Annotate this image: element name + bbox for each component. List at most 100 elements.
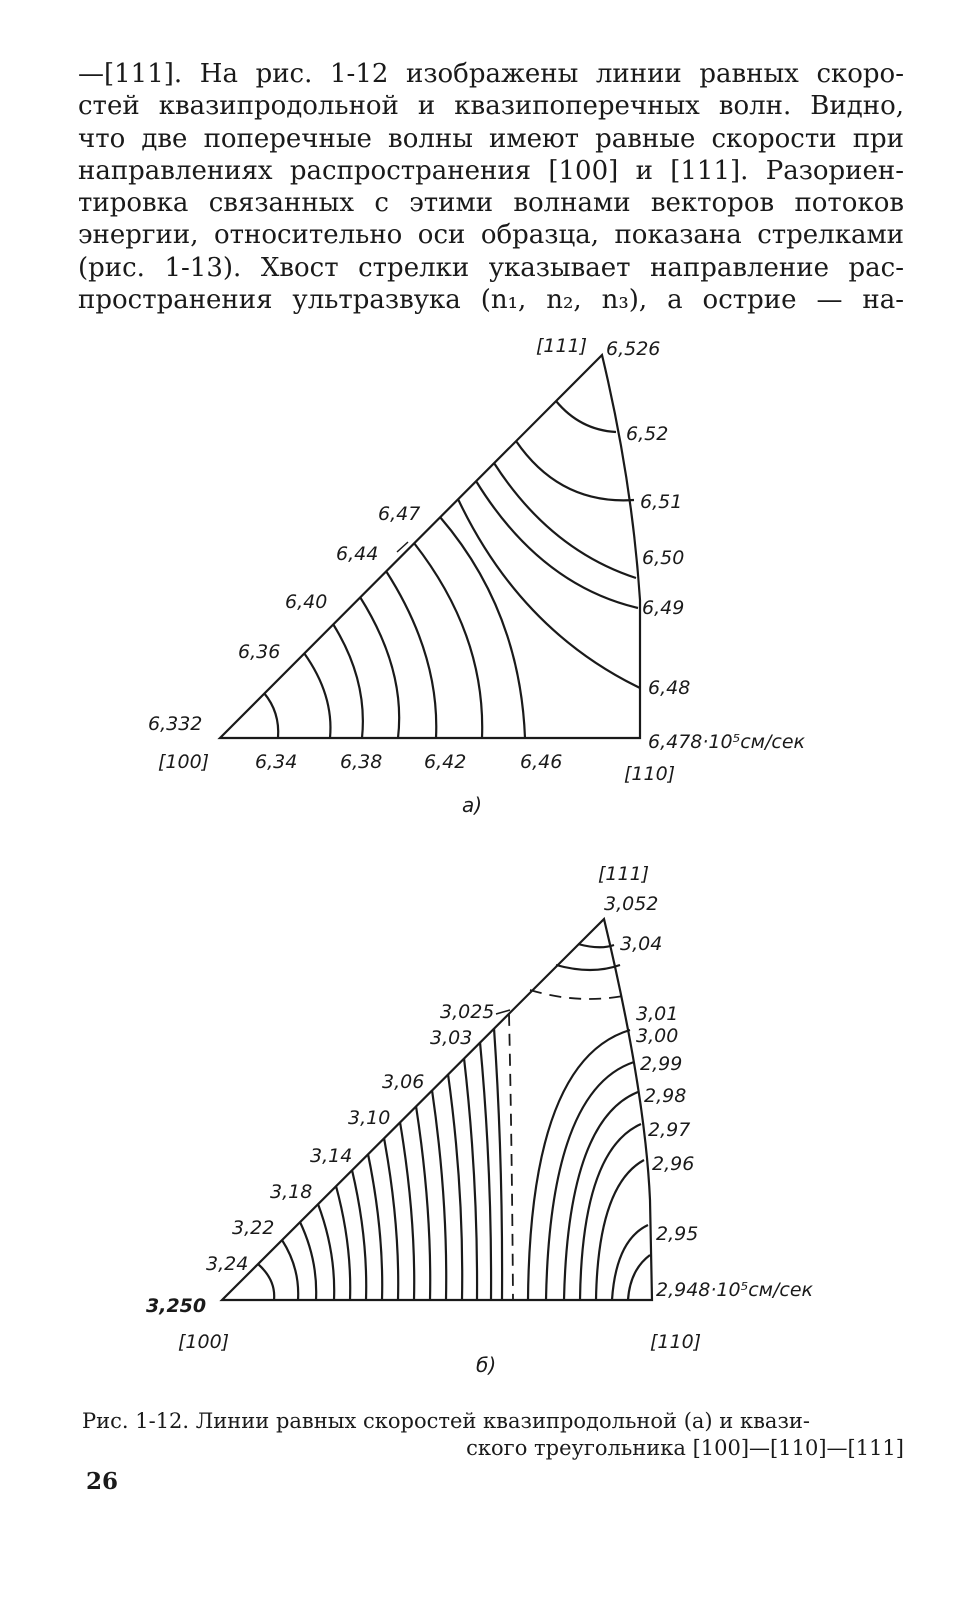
- hyp-label: 3,14: [310, 1145, 352, 1167]
- figure-a-isoline: [555, 400, 617, 434]
- corner-label-100: [100]: [158, 751, 209, 773]
- figure-a-isoline: [263, 692, 280, 739]
- figure-b-isoline: [555, 963, 621, 972]
- figure-a: [217, 352, 642, 740]
- right-label: 6,478·10⁵см/сек: [648, 731, 806, 753]
- right-label: 6,526: [606, 338, 660, 360]
- hyp-label: 6,36: [238, 641, 280, 663]
- right-label: 6,49: [642, 597, 684, 619]
- text-line: направлениях распространения [100] и [11…: [78, 155, 904, 186]
- right-label: 3,052: [604, 893, 658, 915]
- hyp-label: 3,250: [146, 1295, 206, 1317]
- right-label: 6,50: [642, 547, 684, 569]
- figure-b-isoline: [316, 1203, 336, 1301]
- hyp-label: 3,24: [206, 1253, 248, 1275]
- figure-b-isoline: [462, 1057, 479, 1301]
- figure-b: [219, 916, 654, 1302]
- figure-a-isoline: [359, 596, 401, 739]
- body-paragraph: —[111]. На рис. 1-12 изображены линии ра…: [78, 58, 904, 316]
- figure-b-isoline: [350, 1169, 368, 1301]
- right-label: 2,98: [644, 1085, 686, 1107]
- figure-b-isoline: [578, 1122, 642, 1301]
- figure-b-isoline: [610, 1224, 649, 1301]
- right-label: 3,00: [636, 1025, 678, 1047]
- figure-a-isoline: [385, 570, 438, 739]
- figure-b-isoline: [544, 1060, 635, 1301]
- figure-a-isoline: [332, 623, 364, 739]
- text-line: стей квазипродольной и квазипоперечных в…: [78, 91, 904, 122]
- figure-b-isoline: [526, 1028, 631, 1301]
- figure-b-isoline: [478, 1041, 493, 1301]
- corner-label-110: [110]: [624, 763, 675, 785]
- bottom-label: 6,42: [424, 751, 466, 773]
- figure-b-labels: [111] [100] [110] 3,250 3,24 3,22 3,18 3…: [146, 863, 814, 1377]
- figure-a-isoline: [493, 462, 637, 580]
- right-label: 6,52: [626, 423, 668, 445]
- text-line: что две поперечные волны имеют равные ск…: [78, 123, 904, 154]
- right-label: 2,99: [640, 1053, 682, 1075]
- corner-label-111: [111]: [598, 863, 649, 885]
- figure-b-isoline: [281, 1239, 300, 1301]
- right-label: 6,51: [640, 491, 682, 513]
- figure-a-isoline: [439, 516, 527, 739]
- figure-b-isoline: [430, 1089, 448, 1301]
- figure-a-isoline: [515, 440, 635, 502]
- right-label: 3,01: [636, 1003, 678, 1025]
- hyp-label: 3,18: [270, 1181, 312, 1203]
- right-label: 6,48: [648, 677, 690, 699]
- corner-label-110: [110]: [650, 1331, 701, 1353]
- right-label: 2,97: [648, 1119, 690, 1141]
- figure-b-isoline: [398, 1121, 416, 1301]
- page-number: 26: [86, 1468, 119, 1495]
- caption-line-2: ского треугольника [100]—[110]—[111]: [466, 1436, 904, 1460]
- corner-label-111: [111]: [536, 335, 587, 357]
- text-line: энергии, относительно оси образца, показ…: [78, 220, 904, 251]
- figure-a-triangle: [217, 352, 642, 740]
- figure-b-isoline: [594, 1159, 645, 1301]
- hyp-label: 6,40: [285, 591, 327, 613]
- text-line: пространения ультразвука (n₁, n₂, n₃), а…: [78, 285, 904, 316]
- right-label: 2,95: [656, 1223, 698, 1245]
- corner-label-100: [100]: [178, 1331, 229, 1353]
- hyp-label: 3,03: [430, 1027, 472, 1049]
- figure-b-isoline: [299, 1221, 318, 1301]
- figure-b-isoline: [414, 1105, 432, 1301]
- hyp-label: 3,025: [440, 1001, 494, 1023]
- bottom-label: 6,38: [340, 751, 382, 773]
- hyp-label: 3,22: [232, 1217, 274, 1239]
- figure-a-isoline: [303, 652, 332, 739]
- figure-b-dashed: [529, 989, 629, 1000]
- text-line: —[111]. На рис. 1-12 изображены линии ра…: [78, 59, 904, 89]
- figure-b-isoline: [626, 1254, 651, 1301]
- hyp-label: 6,47: [378, 503, 420, 525]
- figure-caption: Рис. 1-12. Линии равных скоростей квазип…: [82, 1408, 908, 1462]
- figure-b-dashed: [508, 1013, 514, 1301]
- figure-a-leader: [396, 541, 409, 553]
- hyp-label: 3,10: [348, 1107, 390, 1129]
- right-label: 2,948·10⁵см/сек: [656, 1279, 814, 1301]
- right-label: 2,96: [652, 1153, 694, 1175]
- figure-b-isoline: [446, 1073, 464, 1301]
- figure-b-isoline: [562, 1090, 639, 1301]
- bottom-label: 6,34: [255, 751, 297, 773]
- hyp-label: 3,06: [382, 1071, 424, 1093]
- right-label: 3,04: [620, 933, 662, 955]
- figure-b-leader: [495, 1009, 511, 1015]
- figure-b-isoline: [334, 1185, 352, 1301]
- hyp-label: 6,332: [148, 713, 202, 735]
- figure-b-triangle: [219, 916, 654, 1302]
- panel-label-b: б): [476, 1353, 496, 1377]
- figure-a-labels: [111] [100] [110] 6,332 6,36 6,40 6,44 6…: [148, 335, 806, 817]
- text-line: тировка связанных с этими волнами вектор…: [78, 188, 904, 219]
- caption-line-1: Рис. 1-12. Линии равных скоростей квазип…: [82, 1409, 810, 1433]
- bottom-label: 6,46: [520, 751, 562, 773]
- figure-b-isoline: [366, 1153, 384, 1301]
- hyp-label: 6,44: [336, 543, 378, 565]
- figure-b-isoline: [257, 1263, 276, 1301]
- figure-a-isoline: [413, 542, 484, 739]
- figure-b-isoline: [577, 942, 615, 949]
- figure-b-isoline: [382, 1137, 400, 1301]
- figure-a-isoline: [457, 498, 641, 689]
- figure-a-isoline: [475, 480, 639, 610]
